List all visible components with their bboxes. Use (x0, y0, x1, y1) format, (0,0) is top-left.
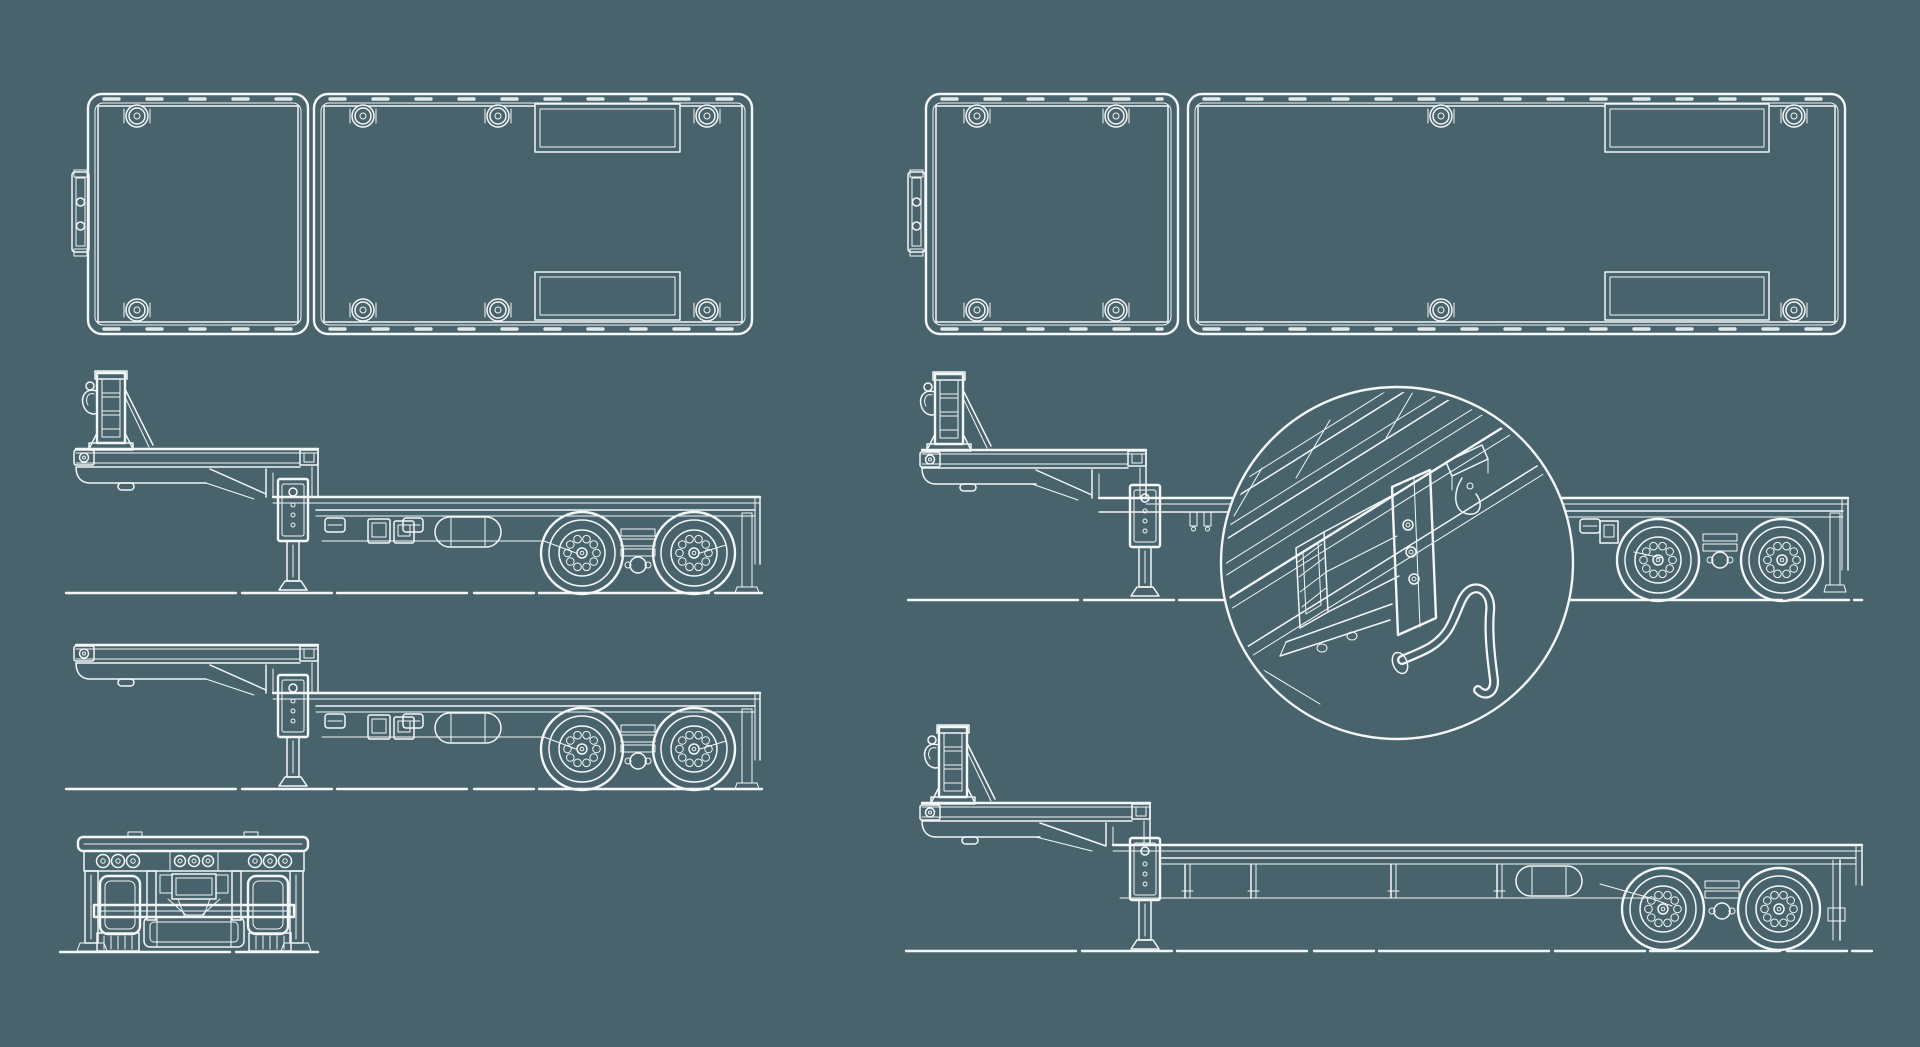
mud-flap-left (96, 932, 140, 952)
deck-cutout-top (534, 103, 681, 153)
tandem-suspension (1633, 533, 1738, 569)
deck-section-rear (312, 92, 754, 336)
deck-cutout-bottom (1604, 271, 1770, 321)
latch-keeper-bracket (1445, 444, 1489, 515)
latch-release-handle (1391, 583, 1500, 699)
figure-plan-view-retracted (71, 92, 754, 336)
extended-deck (1111, 843, 1864, 952)
skid-plate (143, 916, 245, 948)
deck-planks (97, 105, 299, 323)
tail-light-bar (83, 850, 305, 872)
frame-stiffeners (1181, 863, 1506, 899)
deck-planks (1197, 105, 1836, 323)
latch-spring-bar (1279, 603, 1393, 657)
rear-deck (1558, 496, 1850, 603)
figure-side-view-extended (904, 723, 1874, 953)
callout-circle (1219, 385, 1575, 741)
mud-flap-right (248, 932, 292, 952)
deck-section-front (86, 92, 310, 336)
deck-section-rear (1186, 92, 1847, 336)
tail-lights-center (173, 854, 215, 868)
deck-cutout-bottom (534, 271, 681, 321)
center-frame (146, 870, 242, 921)
detail-callout (1219, 385, 1575, 741)
gooseneck (919, 448, 1148, 501)
latch-end-plate (1390, 468, 1438, 637)
figure-plan-view-extended (907, 92, 1847, 336)
figure-rear-view (58, 831, 320, 954)
tail-lights-right (247, 853, 293, 869)
deck-cutout-top (1604, 103, 1770, 153)
deck-section-front (924, 92, 1180, 336)
rear-bumper (1827, 844, 1863, 941)
deck-planks (323, 105, 743, 323)
hitch-bracket (907, 169, 926, 257)
side-columns (76, 870, 312, 952)
figure-side-view-extended-callout (906, 370, 1864, 741)
telescoping-tube-end (1295, 493, 1400, 629)
hitch-bracket (71, 169, 90, 257)
deck-planks (935, 105, 1169, 323)
tail-lights-left (95, 853, 141, 869)
